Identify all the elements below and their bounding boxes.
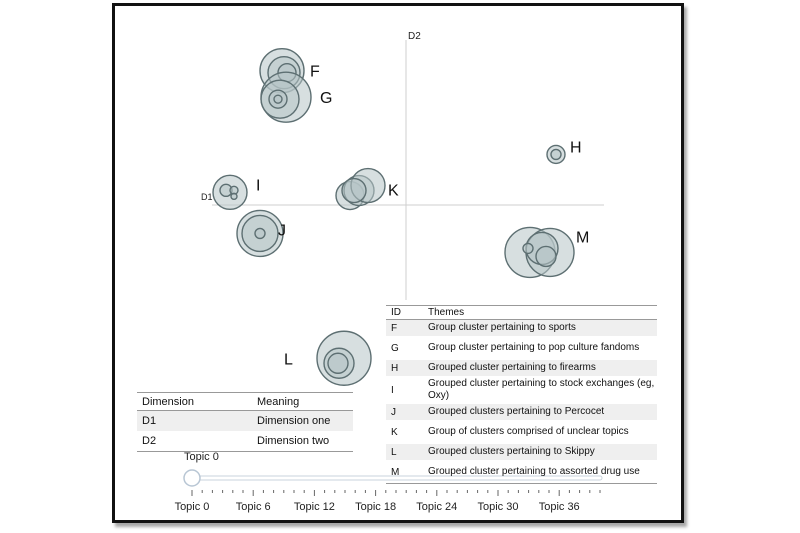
dimension-cell-name: D2 [142,435,157,447]
dimension-row-d1: D1 Dimension one [137,411,353,431]
cluster-g[interactable]: G [260,71,332,123]
cluster-label-m: M [576,229,589,246]
themes-header-id: ID [391,307,401,318]
cluster-label-i: I [256,177,260,194]
dimension-cell-meaning: Dimension one [257,415,331,427]
themes-cell-theme: Grouped clusters pertaining to Skippy [428,446,595,457]
figure-frame [112,3,684,523]
themes-cell-theme: Grouped cluster pertaining to assorted d… [428,466,640,477]
cluster-label-f: F [310,64,320,81]
themes-cell-id: L [391,446,397,458]
themes-row-l: L Grouped clusters pertaining to Skippy [386,444,657,461]
themes-row-m: M Grouped cluster pertaining to assorted … [386,461,657,484]
themes-cell-id: J [391,406,396,418]
slider-tick-label-2: Topic 12 [294,501,335,513]
slider-tick-label-5: Topic 30 [478,501,519,513]
themes-row-g: G Group cluster pertaining to pop culture… [386,337,657,360]
themes-cell-id: M [391,466,400,478]
slider-tick-label-4: Topic 24 [416,501,457,513]
cluster-m-bubble-4[interactable] [522,242,534,255]
themes-row-j: J Grouped clusters pertaining to Percocet [386,404,657,421]
cluster-label-j: J [278,222,286,239]
cluster-j[interactable]: J [236,209,286,258]
themes-cell-theme: Group cluster pertaining to sports [428,322,576,333]
cluster-label-h: H [570,139,582,156]
themes-header-themes: Themes [428,306,465,318]
cluster-l[interactable]: L [284,330,372,386]
slider-tick-label-6: Topic 36 [539,501,580,513]
themes-cell-id: G [391,342,399,354]
slider-handle[interactable] [183,469,201,487]
cluster-label-g: G [320,90,332,107]
themes-row-i: I Grouped cluster pertaining to stock exc… [386,377,657,404]
cluster-m-bubble-3[interactable] [535,245,557,268]
cluster-k-bubble-3[interactable] [341,177,367,204]
d2-axis-label: D2 [408,31,421,42]
slider-ticks: Topic 0 Topic 6 Topic 12 Topic 18 Topic 24 To… [175,490,601,513]
cluster-g-bubble-3[interactable] [273,94,283,104]
themes-cell-id: I [391,384,394,396]
cluster-j-bubble-2[interactable] [254,227,266,240]
dimension-cell-name: D1 [142,415,157,427]
cluster-i-bubble-3[interactable] [230,192,238,201]
themes-cell-theme: Group of clusters comprised of unclear t… [428,426,629,437]
dimension-row-d2: D2 Dimension two [137,431,353,452]
cluster-h-bubble-1[interactable] [550,148,562,161]
cluster-label-k: K [388,183,399,200]
themes-cell-theme: Group cluster pertaining to pop culture … [428,342,640,353]
themes-cell-theme: Grouped clusters pertaining to Percocet [428,406,605,417]
dimension-header-row: Dimension Meaning [137,393,353,411]
themes-row-f: F Group cluster pertaining to sports [386,320,657,337]
themes-row-k: K Group of clusters comprised of unclear … [386,421,657,444]
cluster-m[interactable]: M [504,226,589,279]
slider-tick-label-0: Topic 0 [175,501,210,513]
themes-header-row: ID Themes [386,306,657,320]
dimension-header-meaning: Meaning [257,395,300,408]
dimension-cell-meaning: Dimension two [257,435,330,447]
slider-tick-label-3: Topic 18 [355,501,396,513]
d1-axis-label: D1 [201,192,213,202]
cluster-label-l: L [284,351,293,368]
themes-cell-id: K [391,426,398,438]
themes-table: ID Themes F Group cluster pertaining to s… [386,305,657,484]
themes-cell-id: F [391,322,398,334]
cluster-k[interactable]: K [335,167,399,211]
slider-current-label: Topic 0 [184,451,219,463]
topic-slider[interactable]: Topic 0 Topic 6 Topic 12 Topic 18 Topic 24 To… [175,469,603,513]
cluster-i[interactable]: I [212,174,260,211]
dimension-header-dimension: Dimension [142,395,194,408]
themes-row-h: H Grouped cluster pertaining to firearms [386,360,657,377]
themes-cell-theme: Grouped cluster pertaining to firearms [428,362,596,373]
cluster-h[interactable]: H [546,139,582,165]
slider-tick-label-1: Topic 6 [236,501,271,513]
themes-cell-theme: Grouped cluster pertaining to stock exch… [428,378,655,401]
cluster-l-bubble-2[interactable] [327,352,349,374]
themes-cell-id: H [391,362,399,374]
